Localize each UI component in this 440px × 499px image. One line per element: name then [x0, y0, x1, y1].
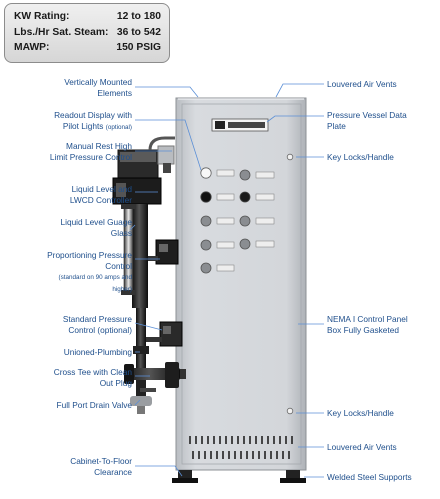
callout-readout-display: Readout Display with Pilot Lights (optio… — [54, 110, 132, 132]
callout-key-locks-top: Key Locks/Handle — [327, 152, 394, 163]
callout-line: Vertically Mounted — [64, 77, 132, 87]
callout-line: Manual Rest High — [66, 141, 132, 151]
callout-line: Plate — [327, 120, 346, 131]
callout-line: Unioned-Plumbing — [63, 347, 132, 357]
callout-louvered-air-vents-top: Louvered Air Vents — [327, 79, 397, 90]
callout-pressure-vessel-data-plate: Pressure Vessel Data Plate — [327, 110, 407, 131]
callout-vertically-mounted-elements: Vertically Mounted Elements — [64, 77, 132, 98]
callout-note: (optional) — [105, 123, 132, 131]
pilot-light — [239, 169, 251, 181]
pressure-vessel-plumbing — [112, 136, 186, 414]
pilot-light — [239, 238, 251, 250]
callout-line: Glass — [110, 227, 132, 238]
spec-row-mawp: MAWP: 150 PSIG — [14, 40, 161, 56]
key-lock-icon — [286, 407, 294, 415]
callout-cabinet-floor-clearance: Cabinet-To-Floor Clearance — [70, 456, 132, 477]
callout-line: Cross Tee with Clean — [53, 367, 132, 377]
callout-proportioning-pressure-control: Proportioning Pressure Control (standard… — [47, 250, 132, 294]
callout-line: Pilot Lights — [62, 120, 104, 131]
pilot-light — [200, 262, 212, 274]
callout-line: Full Port Drain Valve — [56, 400, 132, 410]
callout-line: Liquid Level and — [71, 184, 132, 194]
callout-nema-control-panel: NEMA I Control Panel Box Fully Gasketed — [327, 314, 408, 335]
pilot-light — [239, 215, 251, 227]
callout-line: Key Locks/Handle — [327, 408, 394, 418]
spec-value: 150 PSIG — [116, 42, 161, 53]
callout-cross-tee: Cross Tee with Clean Out Plug — [54, 367, 132, 388]
callout-key-locks-bottom: Key Locks/Handle — [327, 408, 394, 419]
callout-line: Liquid Level Guage — [60, 217, 133, 227]
louvered-vents — [189, 436, 293, 459]
callout-line: Control — [105, 260, 132, 271]
callout-line: Elements — [97, 87, 132, 98]
callout-line: Proportioning Pressure — [47, 250, 132, 260]
data-plate — [211, 118, 269, 132]
callout-line: Louvered Air Vents — [327, 79, 397, 89]
pilot-light-black — [200, 191, 212, 203]
callout-line: NEMA I Control Panel — [327, 314, 408, 324]
callout-line: LWCD Controller — [69, 194, 132, 205]
control-panel — [200, 167, 275, 274]
pilot-light — [200, 239, 212, 251]
callout-line: Control (optional) — [68, 324, 132, 335]
callout-welded-steel-supports: Welded Steel Supports — [327, 472, 412, 483]
spec-label: Lbs./Hr Sat. Steam: — [14, 26, 109, 38]
callout-liquid-level-lwcd: Liquid Level and LWCD Controller — [70, 184, 132, 205]
callout-louvered-air-vents-bottom: Louvered Air Vents — [327, 442, 397, 453]
callout-line: Standard Pressure — [62, 314, 132, 324]
callout-line: Limit Pressure Control — [49, 151, 132, 162]
spec-value: 12 to 180 — [116, 11, 161, 22]
spec-label: KW Rating: — [14, 11, 70, 22]
callout-note: (standard on 90 amps and — [58, 274, 132, 281]
spec-box: KW Rating: 12 to 180 Lbs./Hr Sat. Steam:… — [4, 3, 170, 63]
pilot-light-black — [239, 191, 251, 203]
callout-line: Readout Display with — [54, 110, 132, 120]
pilot-light-white — [200, 167, 212, 179]
callout-drain-valve: Full Port Drain Valve — [57, 400, 132, 411]
callout-note: higher) — [112, 285, 132, 293]
callout-manual-reset-high-limit: Manual Rest High Limit Pressure Control — [50, 141, 132, 162]
pilot-light — [200, 215, 212, 227]
callout-line: Welded Steel Supports — [327, 472, 412, 482]
callout-line: Clearance — [94, 466, 132, 477]
spec-label: MAWP: — [14, 42, 50, 53]
leader-lines — [129, 83, 324, 478]
key-lock-icon — [286, 153, 294, 161]
spec-value: 36 to 542 — [116, 26, 161, 38]
callout-line: Louvered Air Vents — [327, 442, 397, 452]
spec-row-steam: Lbs./Hr Sat. Steam: 36 to 542 — [14, 25, 161, 41]
callout-line: Box Fully Gasketed — [327, 324, 399, 335]
callout-line: Pressure Vessel Data — [327, 110, 407, 120]
spec-row-kw: KW Rating: 12 to 180 — [14, 9, 161, 25]
callout-line: Out Plug — [99, 377, 132, 388]
callout-line: Key Locks/Handle — [327, 152, 394, 162]
welded-steel-supports — [172, 470, 306, 483]
callout-unioned-plumbing: Unioned-Plumbing — [64, 347, 132, 358]
callout-line: Cabinet-To-Floor — [70, 456, 132, 466]
callout-standard-pressure-control: Standard Pressure Control (optional) — [63, 314, 132, 335]
callout-gauge-glass: Liquid Level Guage Glass — [61, 217, 133, 238]
